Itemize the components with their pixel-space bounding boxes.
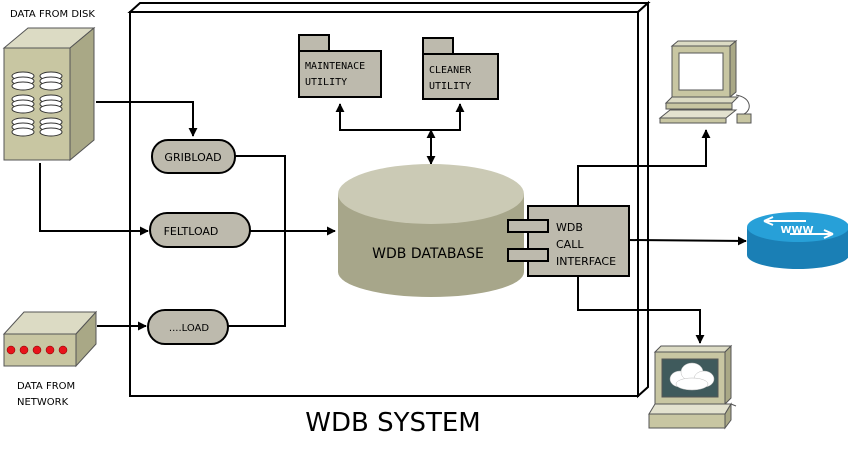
- line-gribload-out: [228, 155, 286, 327]
- wdb-call-interface-component: WDB CALL INTERFACE: [507, 205, 630, 277]
- dotload-label: ....LOAD: [169, 323, 209, 334]
- data-from-disk-label: DATA FROM DISK: [10, 9, 95, 20]
- dotload-node: ....LOAD: [147, 309, 229, 345]
- data-from-network-label-line1: DATA FROM: [17, 381, 75, 392]
- arrow-disk-to-gribload: [96, 101, 198, 137]
- www-label: WWW: [780, 225, 813, 236]
- database-label: WDB DATABASE: [372, 246, 484, 262]
- status-leds: [6, 345, 68, 355]
- disk-platters: [11, 71, 63, 137]
- terminal-computer-icon: [648, 344, 737, 430]
- router-arrow-right: [790, 229, 834, 239]
- www-router-icon: WWW: [747, 212, 848, 269]
- wdb-database-cylinder: WDB DATABASE: [338, 164, 524, 297]
- cloud-icon: [669, 362, 715, 391]
- arrow-maintenance-bus: [335, 103, 465, 131]
- network-device-icon: [2, 310, 98, 368]
- feltload-label: FELTLOAD: [164, 225, 219, 238]
- arrow-interface-to-router: [627, 236, 747, 246]
- cleaner-utility-package: CLEANER UTILITY: [422, 37, 499, 100]
- desktop-computer-icon: [658, 39, 752, 124]
- feltload-node: FELTLOAD: [149, 212, 251, 248]
- interface-label-line3: INTERFACE: [556, 255, 616, 268]
- connectors: [39, 101, 747, 344]
- maintenance-utility-package: MAINTENACE UTILITY: [298, 34, 382, 98]
- maintenance-label-line1: MAINTENACE: [305, 61, 365, 72]
- cleaner-label-line1: CLEANER: [429, 65, 472, 76]
- gribload-node: GRIBLOAD: [151, 139, 236, 174]
- gribload-label: GRIBLOAD: [164, 151, 221, 164]
- interface-label-line1: WDB: [556, 221, 583, 234]
- arrow-disk-to-feltload: [39, 163, 149, 236]
- router-arrow-left: [763, 216, 806, 226]
- data-from-network-label-line2: NETWORK: [17, 397, 69, 408]
- disk-server-icon: [2, 26, 96, 162]
- arrow-interface-to-terminal: [577, 276, 705, 344]
- interface-label-line2: CALL: [556, 238, 584, 251]
- system-title: WDB SYSTEM: [305, 408, 480, 438]
- maintenance-label-line2: UTILITY: [305, 77, 347, 88]
- arrow-interface-to-desktop: [577, 129, 711, 206]
- cleaner-label-line2: UTILITY: [429, 81, 471, 92]
